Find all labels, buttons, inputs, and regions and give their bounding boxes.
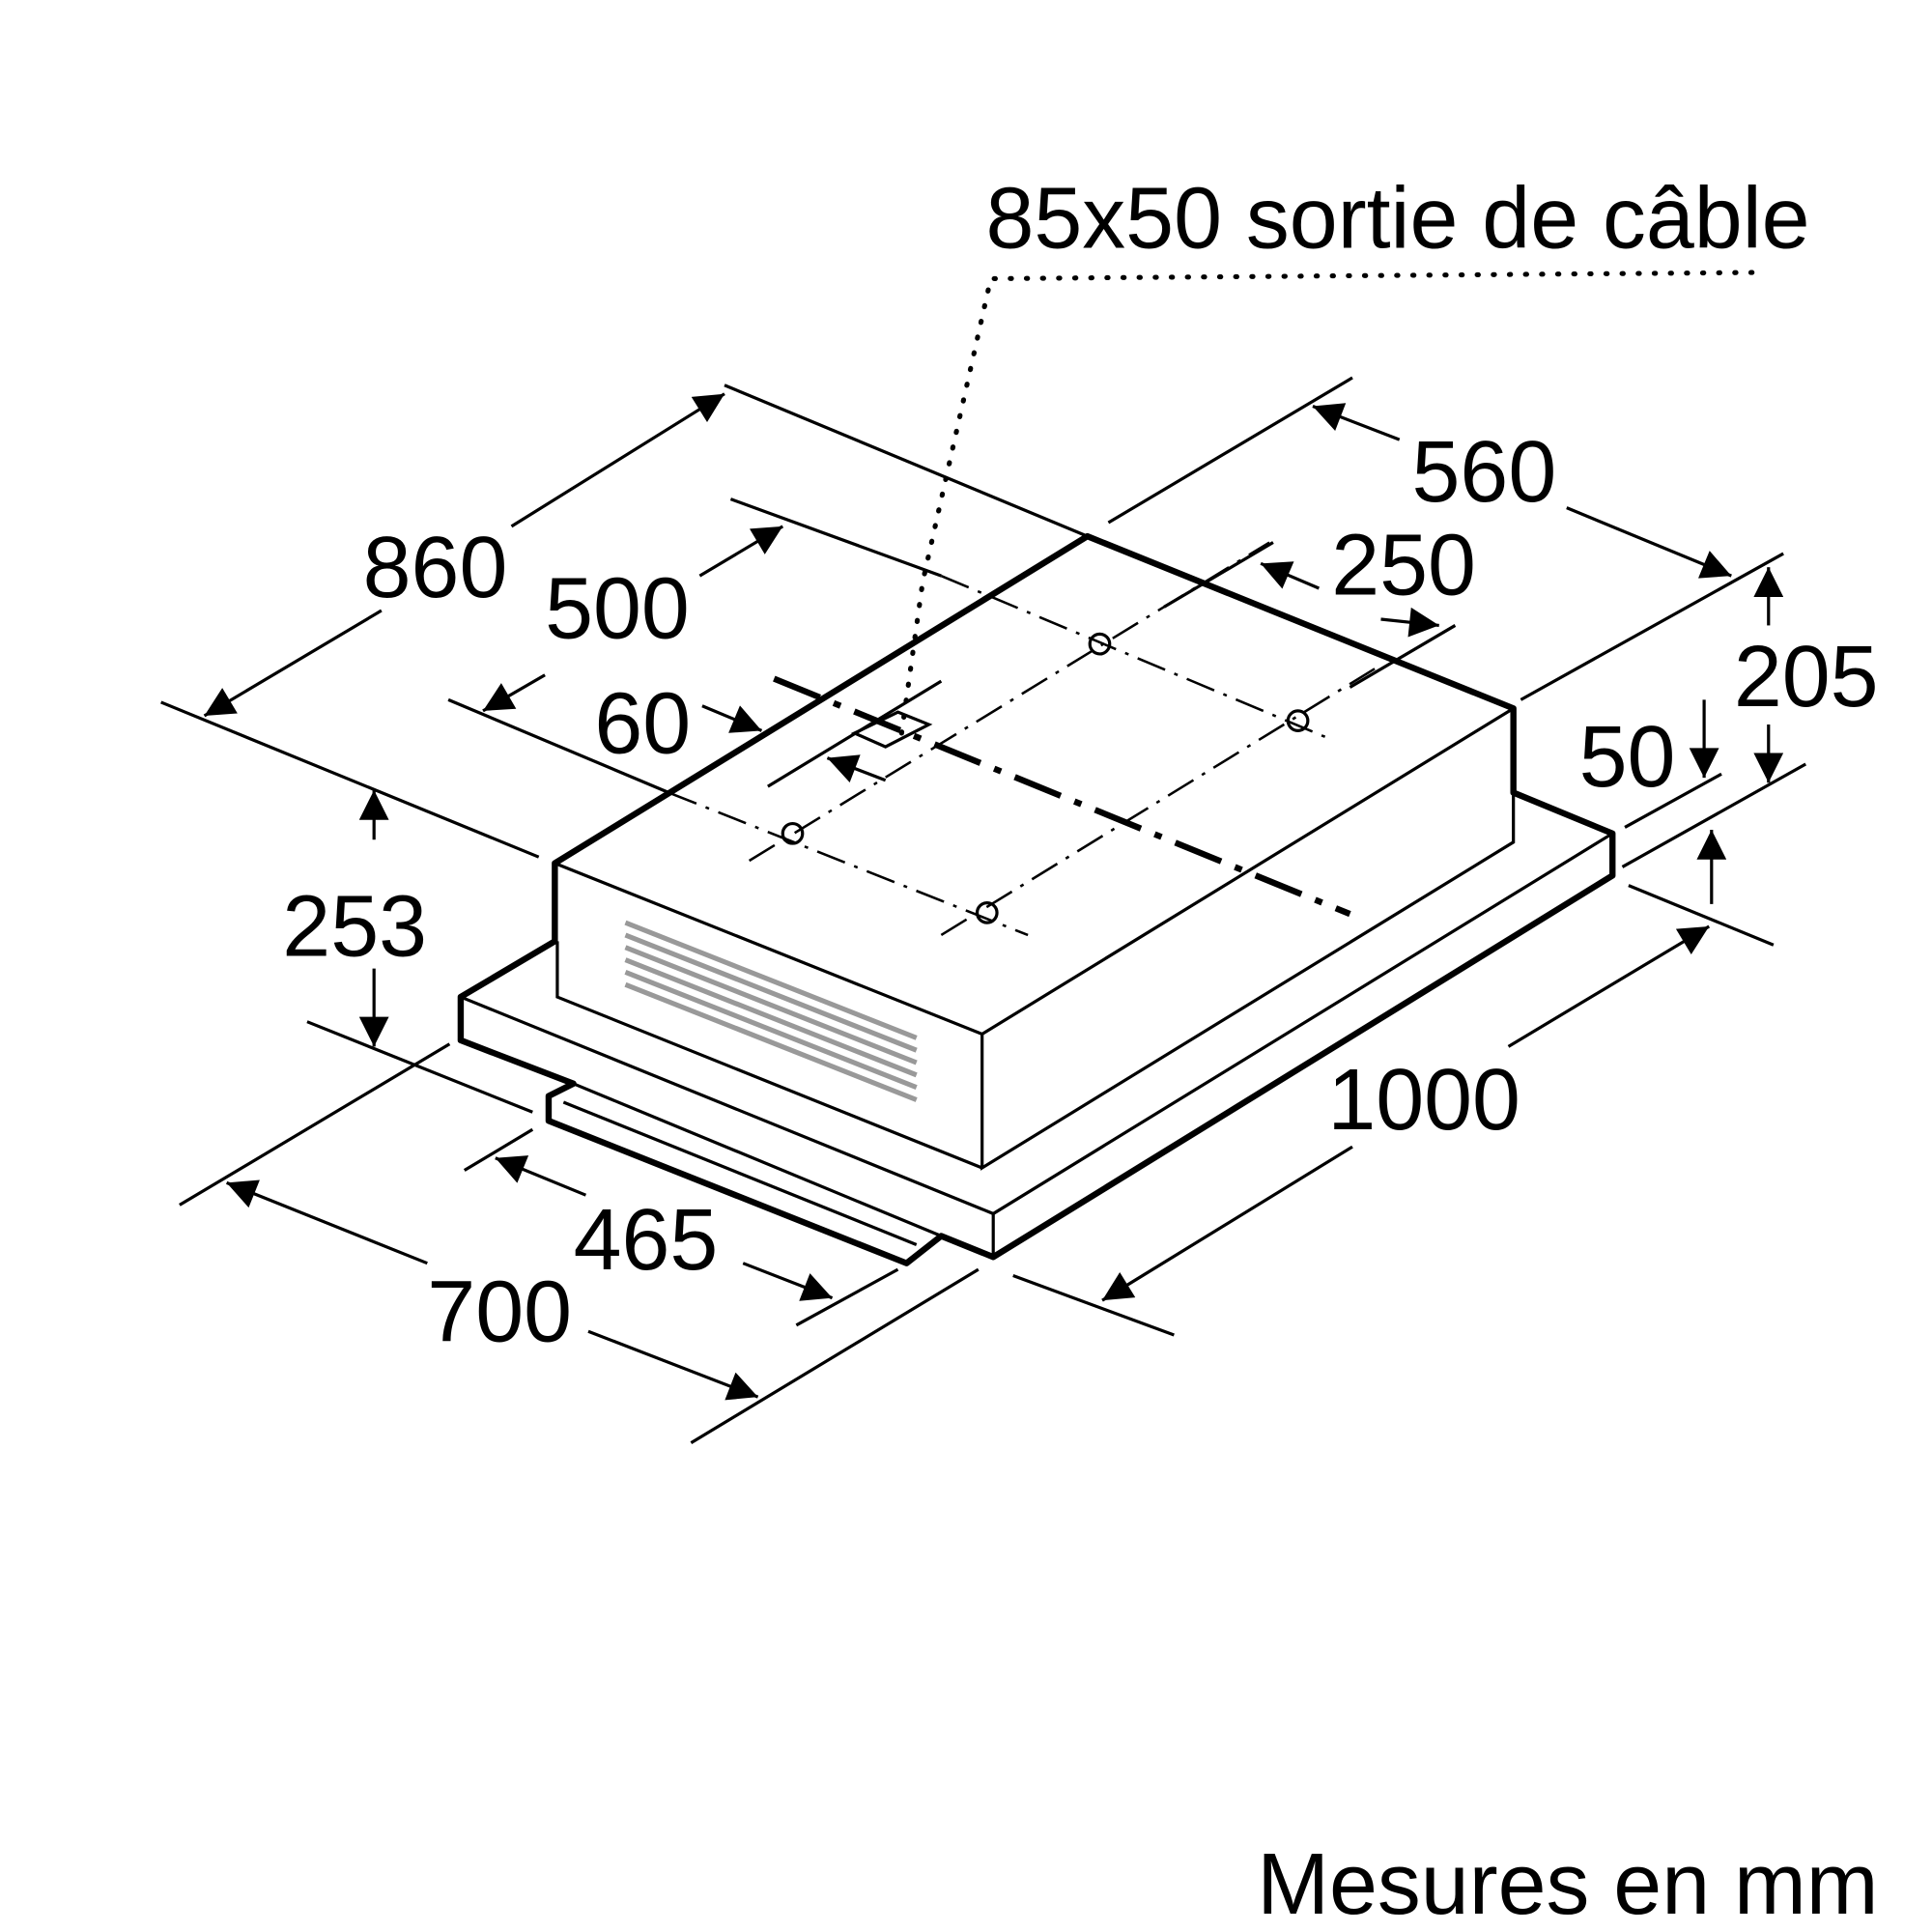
dim-500: 500 — [545, 560, 690, 657]
cable-outlet-label: 85x50 sortie de câble — [986, 170, 1810, 267]
dim-250: 250 — [1331, 517, 1476, 613]
dim-1000: 1000 — [1327, 1052, 1520, 1149]
dim-560: 560 — [1412, 424, 1557, 521]
hood-body — [457, 532, 1616, 1266]
dim-50: 50 — [1579, 709, 1676, 806]
screw-hole-icon — [781, 632, 1310, 924]
dim-700: 700 — [427, 1264, 572, 1360]
dim-60: 60 — [594, 675, 691, 772]
units-note: Mesures en mm — [1257, 1836, 1878, 1932]
dim-465: 465 — [574, 1192, 719, 1289]
mounting-centerlines — [668, 270, 1762, 937]
dim-205: 205 — [1734, 629, 1879, 725]
dim-253: 253 — [282, 879, 427, 976]
dim-860: 860 — [363, 520, 508, 616]
ventilation-grille — [624, 920, 918, 1102]
dimension-lines — [160, 376, 1807, 1444]
